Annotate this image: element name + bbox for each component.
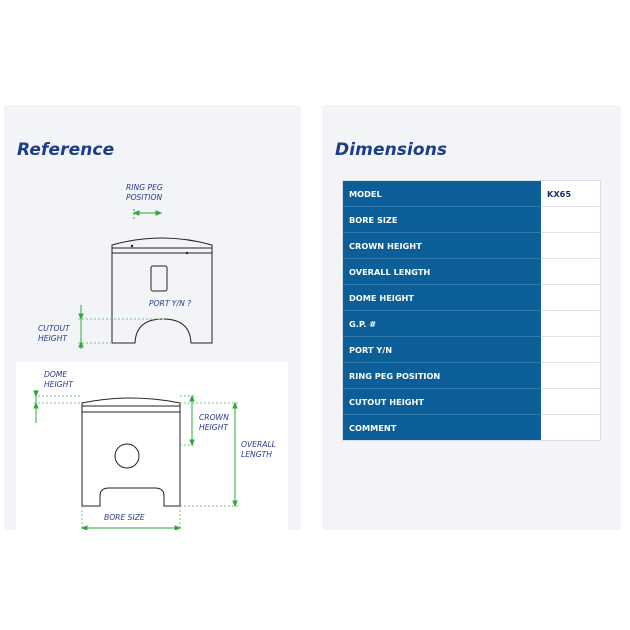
overall-length-dimension xyxy=(180,401,240,508)
row-value xyxy=(541,388,600,415)
dimensions-title: Dimensions xyxy=(335,140,448,160)
row-label: DOME HEIGHT xyxy=(343,284,541,311)
table-row: DOME HEIGHT xyxy=(343,284,600,311)
dome-label-2: HEIGHT xyxy=(44,380,74,389)
row-value xyxy=(541,310,600,337)
row-label: OVERALL LENGTH xyxy=(343,258,541,285)
table-row: BORE SIZE xyxy=(343,206,600,233)
dome-label-1: DOME xyxy=(44,370,67,379)
ring-peg-label-2: POSITION xyxy=(126,193,162,202)
row-label: COMMENT xyxy=(343,414,541,440)
port-label: PORT Y/N ? xyxy=(149,299,191,308)
bore-label: BORE SIZE xyxy=(104,513,145,522)
row-label: RING PEG POSITION xyxy=(343,362,541,389)
crown-dimension xyxy=(180,394,196,447)
piston-reference-diagram: RING PEG POSITION PORT Y/N ? CUTOUT HEIG… xyxy=(16,183,288,530)
lower-drawing-background xyxy=(16,362,288,530)
row-label: MODEL xyxy=(343,181,541,207)
ring-peg-label-1: RING PEG xyxy=(126,183,163,192)
row-value xyxy=(541,336,600,363)
table-row: CUTOUT HEIGHT xyxy=(343,388,600,415)
row-label: BORE SIZE xyxy=(343,206,541,233)
table-row: MODEL KX65 xyxy=(343,181,600,207)
table-row: RING PEG POSITION xyxy=(343,362,600,389)
row-value: KX65 xyxy=(541,181,600,207)
cutout-label-1: CUTOUT xyxy=(38,324,71,333)
row-value xyxy=(541,258,600,285)
row-value xyxy=(541,362,600,389)
row-value xyxy=(541,284,600,311)
table-row: CROWN HEIGHT xyxy=(343,232,600,259)
cutout-label-2: HEIGHT xyxy=(38,334,68,343)
table-row: COMMENT xyxy=(343,414,600,440)
reference-title: Reference xyxy=(17,140,115,160)
ring-peg-dot-right xyxy=(185,251,189,255)
row-value xyxy=(541,414,600,440)
table-row: G.P. # xyxy=(343,310,600,337)
row-label: G.P. # xyxy=(343,310,541,337)
crown-label-2: HEIGHT xyxy=(199,423,229,432)
bore-dimension xyxy=(80,506,182,530)
dimensions-table: MODEL KX65 BORE SIZE CROWN HEIGHT OVERAL… xyxy=(343,181,600,440)
dimensions-panel: Dimensions MODEL KX65 BORE SIZE CROWN HE… xyxy=(322,105,621,530)
table-row: PORT Y/N xyxy=(343,336,600,363)
row-value xyxy=(541,206,600,233)
row-label: CUTOUT HEIGHT xyxy=(343,388,541,415)
ring-peg-dot-left xyxy=(130,244,134,248)
lower-piston-drawing xyxy=(81,397,181,507)
row-value xyxy=(541,232,600,259)
reference-panel: Reference RING PEG POSITION PORT Y/N ? xyxy=(4,105,301,530)
overall-label-1: OVERALL xyxy=(241,440,276,449)
cutout-dimension xyxy=(78,305,164,349)
dome-dimension xyxy=(33,390,82,423)
table-row: OVERALL LENGTH xyxy=(343,258,600,285)
crown-label-1: CROWN xyxy=(199,413,229,422)
overall-label-2: LENGTH xyxy=(241,450,272,459)
ring-peg-dimension xyxy=(132,209,163,220)
upper-piston-drawing xyxy=(111,237,213,344)
row-label: PORT Y/N xyxy=(343,336,541,363)
row-label: CROWN HEIGHT xyxy=(343,232,541,259)
